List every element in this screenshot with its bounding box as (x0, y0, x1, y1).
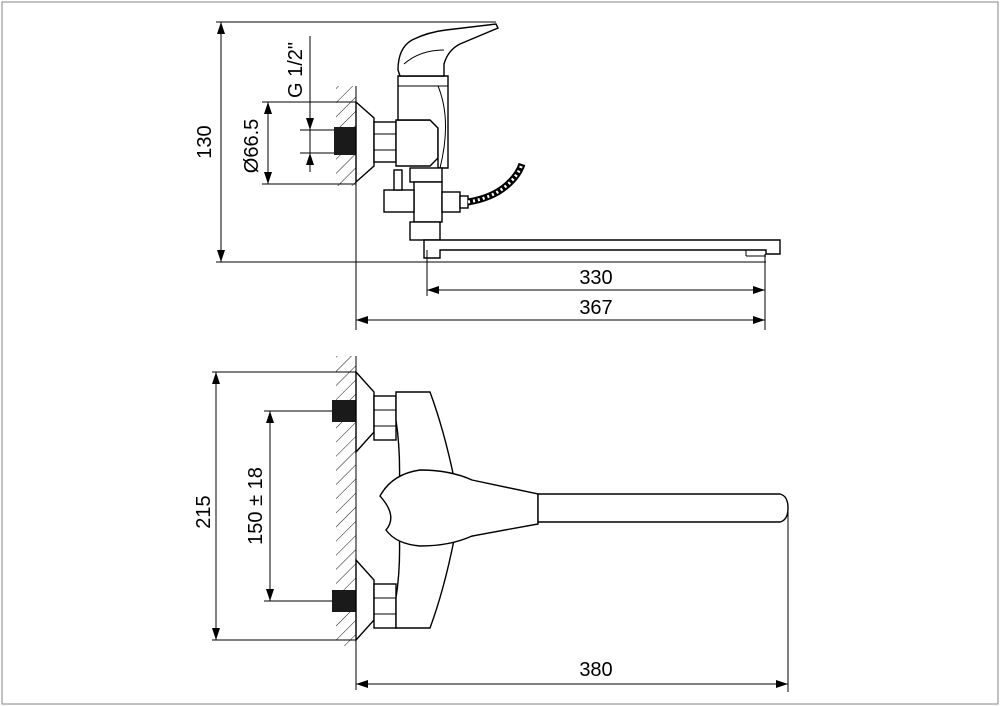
wall-hatch-top (336, 356, 356, 646)
dim-label-215: 215 (193, 495, 215, 528)
top-view: 215 150 ± 18 380 (193, 356, 789, 692)
diverter-knob (383, 189, 415, 213)
valve-body-side (395, 119, 439, 167)
escutcheon-lower (355, 558, 375, 642)
wall-pipe-upper (332, 400, 356, 422)
spout-top (537, 493, 789, 523)
escutcheon-upper (355, 370, 375, 454)
spout-side (423, 239, 781, 259)
diverter-collar (409, 167, 443, 183)
diverter-stem (393, 169, 403, 191)
dim-label-130: 130 (194, 125, 216, 158)
lever-handle-top (379, 469, 539, 547)
wall-pipe-side (334, 127, 356, 155)
dim-label-150: 150 ± 18 (245, 467, 267, 545)
cartridge-housing (397, 75, 449, 169)
dim-label-380: 380 (579, 659, 612, 681)
shower-hose (467, 162, 526, 206)
lever-handle-side (397, 23, 499, 77)
escutcheon-side (355, 100, 375, 184)
hex-nut-side (373, 121, 397, 163)
dim-label-330: 330 (579, 267, 612, 289)
spout-base (409, 221, 441, 241)
hex-nut-upper (373, 395, 397, 441)
dim-label-367: 367 (579, 297, 612, 319)
hex-nut-lower (373, 583, 397, 629)
hose-outlet (441, 191, 461, 213)
wall-pipe-lower (332, 590, 356, 612)
dim-label-thread: G 1/2" (285, 42, 307, 98)
side-view: 130 Ø66.5 G 1/2" 330 367 (194, 21, 781, 330)
dim-label-diameter: Ø66.5 (241, 119, 263, 173)
diverter-body (413, 181, 443, 223)
